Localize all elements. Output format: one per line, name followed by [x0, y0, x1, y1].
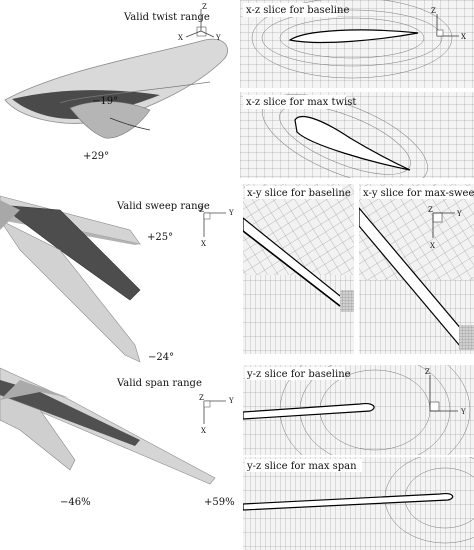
slice-caption-bg — [245, 367, 345, 380]
twist-slice-b-caption: x-z slice for max twist — [246, 97, 356, 108]
twist-title: Valid twist range — [123, 12, 210, 23]
span-slice-triad: Z Y — [425, 368, 466, 416]
span-slice-max — [243, 457, 474, 550]
sweep-slice-b-caption: x-y slice for max-sweep — [363, 188, 474, 199]
twist-axis-triad: Z X Y — [178, 3, 221, 42]
slice-triad-z: Z — [425, 368, 430, 376]
slice-caption-bg — [243, 95, 346, 109]
sweep-triad-z: Z — [199, 206, 204, 214]
max-span-wing — [243, 493, 454, 511]
span-slice-b-caption: y-z slice for max span — [246, 461, 357, 472]
sweep-triad-x: X — [201, 240, 206, 248]
twist-triad-z: Z — [202, 3, 207, 11]
sweep-triad-y: Y — [228, 209, 234, 217]
sweep-row: Valid sweep range +25° −24° Z Y X x-y sl… — [0, 184, 474, 363]
span-max-label: +59% — [204, 497, 235, 508]
twist-min-label: −19° — [92, 96, 118, 107]
slice-caption-bg — [245, 186, 342, 199]
span-slice-a-caption: y-z slice for baseline — [246, 369, 351, 380]
twisted-airfoil — [294, 116, 411, 171]
twist-slice-max — [240, 92, 474, 178]
slice-triad-y: Y — [460, 408, 466, 416]
twist-triad-x: X — [178, 34, 183, 42]
sweep-wing-render — [0, 195, 141, 363]
span-triad-y: Y — [228, 397, 234, 405]
sweep-min-label: −24° — [148, 352, 174, 363]
slice-triad-z: Z — [431, 7, 436, 15]
slice-triad-z: Z — [428, 206, 433, 214]
span-title: Valid span range — [116, 378, 202, 389]
slice-triad-x: X — [430, 242, 435, 250]
twist-max-label: +29° — [83, 151, 109, 162]
twist-triad-y: Y — [215, 34, 221, 42]
baseline-airfoil — [288, 29, 419, 44]
span-row: Valid span range −46% +59% Z Y X y-z sli… — [0, 365, 474, 550]
twist-wing-render — [4, 38, 229, 139]
baseline-wing-span — [243, 403, 375, 420]
slice-caption-bg — [245, 459, 362, 472]
twist-row: Valid twist range −19° +29° Z X Y x-z sl… — [4, 0, 474, 178]
slice-triad-x: X — [461, 33, 466, 41]
sweep-title: Valid sweep range — [116, 201, 210, 212]
span-min-label: −46% — [60, 497, 91, 508]
span-axis-triad: Z Y X — [199, 394, 234, 435]
sweep-max-label: +25° — [147, 232, 173, 243]
sweep-slice-max — [359, 184, 474, 354]
sweep-axis-triad: Z Y X — [199, 206, 234, 248]
slice-triad-y: Y — [456, 210, 462, 218]
sweep-slice-a-caption: x-y slice for baseline — [247, 188, 351, 199]
slice-caption-bg — [361, 186, 471, 199]
twist-slice-triad: Z X — [431, 7, 466, 41]
sweep-slice-baseline — [243, 184, 354, 354]
span-triad-z: Z — [199, 394, 204, 402]
sweep-slice-triad: Z Y X — [428, 206, 462, 250]
slice-caption-bg — [243, 3, 337, 17]
span-wing-render — [0, 367, 216, 485]
span-triad-x: X — [201, 427, 206, 435]
twist-slice-a-caption: x-z slice for baseline — [246, 5, 349, 16]
